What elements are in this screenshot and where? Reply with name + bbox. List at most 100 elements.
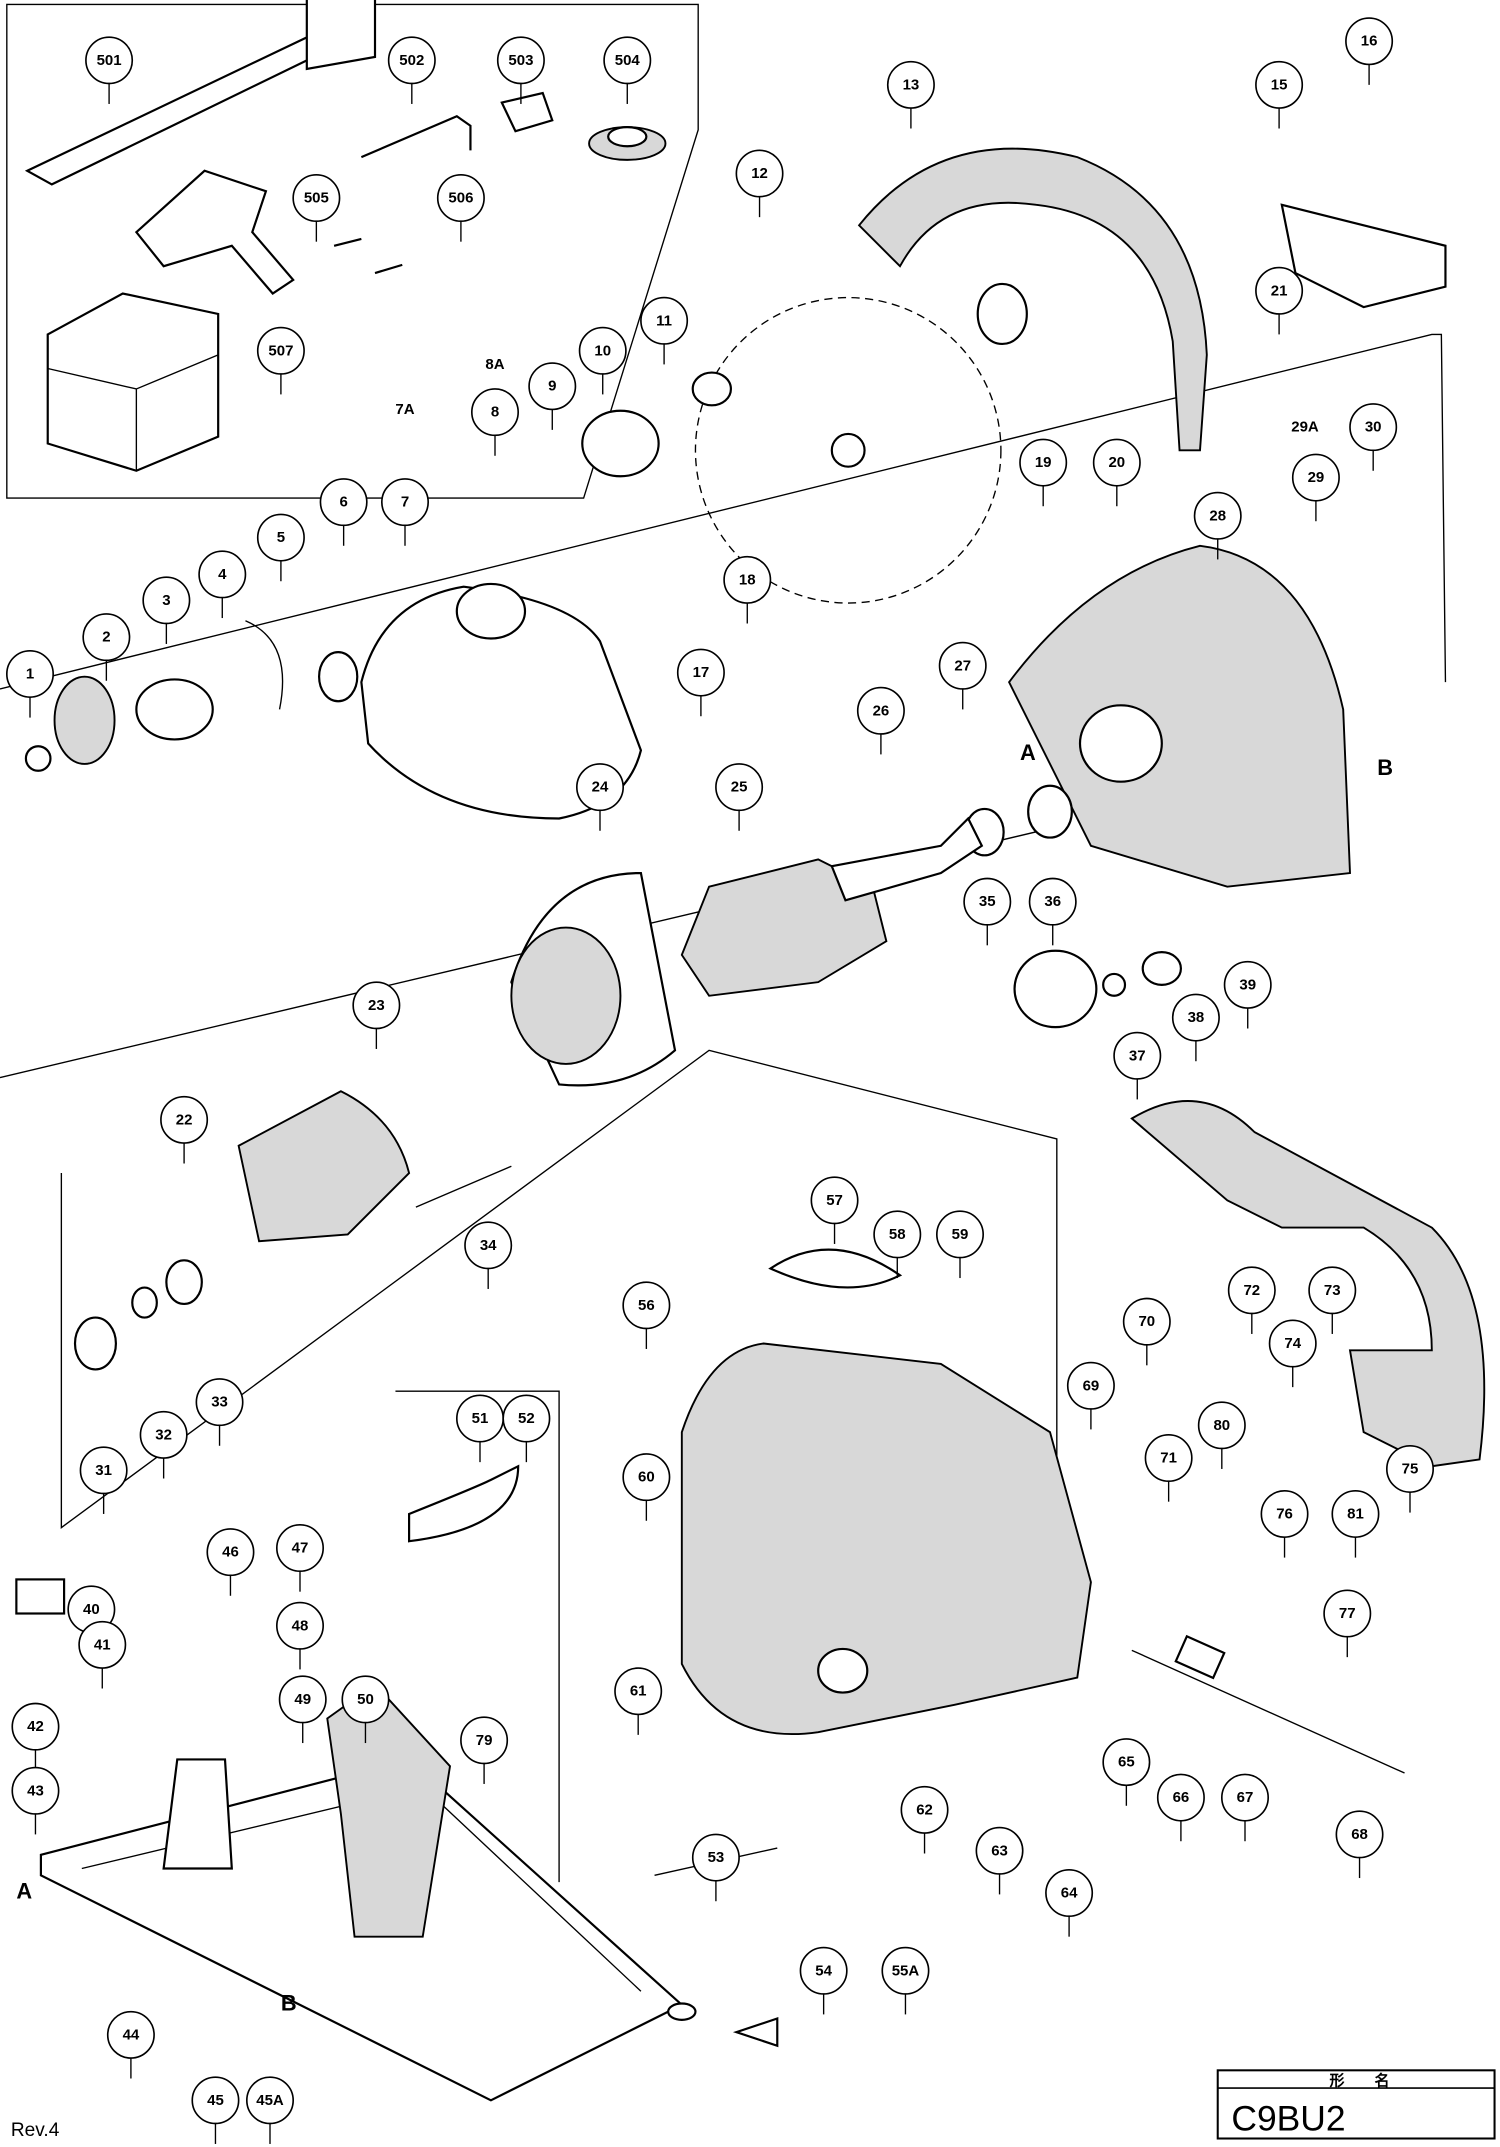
callout-label: 3 bbox=[162, 592, 170, 609]
callout-circle bbox=[1323, 1589, 1372, 1638]
title-block-header: 形 名 bbox=[1330, 2071, 1390, 2089]
callout-label: 16 bbox=[1361, 33, 1378, 50]
callout-label: 42 bbox=[27, 1718, 44, 1735]
callout-circle bbox=[1171, 993, 1220, 1042]
callout-circle bbox=[1028, 877, 1077, 926]
callout-circle bbox=[11, 1702, 60, 1751]
callout-circle bbox=[381, 386, 429, 433]
callout-label: 31 bbox=[95, 1462, 112, 1479]
callout-46: 46 bbox=[206, 1528, 255, 1596]
callout-label: 501 bbox=[97, 52, 122, 69]
callout-circle bbox=[1227, 1266, 1276, 1315]
callout-24: 24 bbox=[576, 763, 624, 831]
callout-66: 66 bbox=[1156, 1773, 1205, 1842]
callout-label: 40 bbox=[83, 1601, 100, 1618]
callout-21: 21 bbox=[1255, 266, 1304, 335]
callout-504: 504 bbox=[603, 36, 652, 104]
callout-label: 64 bbox=[1061, 1885, 1078, 1902]
stator bbox=[237, 1090, 411, 1243]
callout-circle bbox=[528, 362, 577, 411]
callout-circle bbox=[935, 1210, 984, 1259]
callout-circle bbox=[191, 2076, 240, 2125]
callout-circle bbox=[198, 550, 247, 599]
callout-circle bbox=[735, 149, 784, 198]
callout-circle bbox=[1066, 1361, 1115, 1410]
callout-label: 28 bbox=[1209, 507, 1226, 524]
callout-9: 9 bbox=[528, 362, 577, 430]
callout-label: 68 bbox=[1351, 1826, 1368, 1843]
callout-circle bbox=[975, 1826, 1024, 1875]
reference-mark-b: B bbox=[1377, 755, 1393, 780]
callout-label: 2 bbox=[102, 629, 110, 646]
callout-56: 56 bbox=[622, 1281, 671, 1349]
model-number: C9BU2 bbox=[1231, 2098, 1345, 2138]
callout-circle bbox=[1122, 1297, 1171, 1346]
callout-label: 36 bbox=[1044, 893, 1061, 910]
reference-mark-a: A bbox=[1020, 740, 1036, 765]
callout-circle bbox=[471, 341, 519, 388]
callout-6: 6 bbox=[319, 478, 368, 546]
callout-circle bbox=[292, 174, 341, 223]
callout-26: 26 bbox=[856, 686, 905, 755]
callout-10: 10 bbox=[578, 326, 627, 395]
accessory-parts bbox=[24, 0, 667, 472]
callout-35: 35 bbox=[963, 877, 1012, 946]
callout-label: 5 bbox=[277, 529, 285, 546]
callout-circle bbox=[1268, 1319, 1317, 1368]
callout-label: 72 bbox=[1243, 1282, 1260, 1299]
callout-circle bbox=[576, 763, 624, 812]
callout-circle bbox=[436, 174, 485, 223]
callout-circle bbox=[139, 1410, 188, 1459]
callout-circle bbox=[900, 1785, 949, 1834]
callout-41: 41 bbox=[78, 1620, 127, 1689]
callout-76: 76 bbox=[1260, 1489, 1309, 1558]
switch-trigger bbox=[768, 1248, 903, 1289]
callout-62: 62 bbox=[900, 1785, 949, 1854]
callout-label: 9 bbox=[548, 378, 556, 395]
callout-label: 504 bbox=[615, 52, 641, 69]
callout-label: 503 bbox=[508, 52, 533, 69]
callout-label: 51 bbox=[472, 1410, 489, 1427]
callout-label: 66 bbox=[1173, 1789, 1190, 1806]
callout-label: 62 bbox=[916, 1801, 933, 1818]
callout-label: 60 bbox=[638, 1469, 655, 1486]
gear-cover bbox=[1007, 544, 1351, 888]
callout-label: 79 bbox=[476, 1732, 493, 1749]
callout-label: 502 bbox=[399, 52, 424, 69]
callout-circle bbox=[881, 1946, 930, 1995]
callout-label: 505 bbox=[304, 190, 329, 207]
callout-29: 29 bbox=[1291, 453, 1340, 522]
callout-11: 11 bbox=[640, 296, 689, 365]
upper-guard bbox=[857, 147, 1208, 452]
callout-circle bbox=[622, 1453, 671, 1502]
callout-circle bbox=[142, 576, 191, 625]
callout-circle bbox=[963, 877, 1012, 926]
callout-label: 7 bbox=[401, 494, 409, 511]
callout-circle bbox=[1308, 1266, 1357, 1315]
callout-circle bbox=[85, 36, 134, 85]
callout-label: 6 bbox=[339, 494, 347, 511]
reference-mark-b-base: B bbox=[281, 1990, 297, 2015]
callout-507: 507 bbox=[256, 326, 305, 395]
callout-label: 33 bbox=[211, 1394, 228, 1411]
reference-mark-a-base: A bbox=[16, 1879, 32, 1904]
callout-7: 7 bbox=[380, 478, 429, 546]
callout-label: 34 bbox=[480, 1237, 497, 1254]
callout-57: 57 bbox=[810, 1176, 859, 1244]
callout-1: 1 bbox=[6, 649, 54, 718]
callout-circle bbox=[723, 555, 772, 604]
callout-label: 69 bbox=[1083, 1377, 1100, 1394]
callout-circle bbox=[1255, 266, 1304, 315]
callout-label: 4 bbox=[218, 566, 227, 583]
callout-label: 44 bbox=[123, 2026, 140, 2043]
callout-label: 17 bbox=[693, 664, 710, 681]
callout-18: 18 bbox=[723, 555, 772, 624]
callout-68: 68 bbox=[1335, 1810, 1384, 1879]
callout-3: 3 bbox=[142, 576, 191, 644]
callout-27: 27 bbox=[938, 641, 987, 710]
callout-label: 59 bbox=[952, 1226, 969, 1243]
callout-circle bbox=[256, 513, 305, 562]
callout-circle bbox=[195, 1378, 244, 1427]
callout-42: 42 bbox=[11, 1702, 60, 1771]
callout-circle bbox=[1255, 60, 1304, 109]
